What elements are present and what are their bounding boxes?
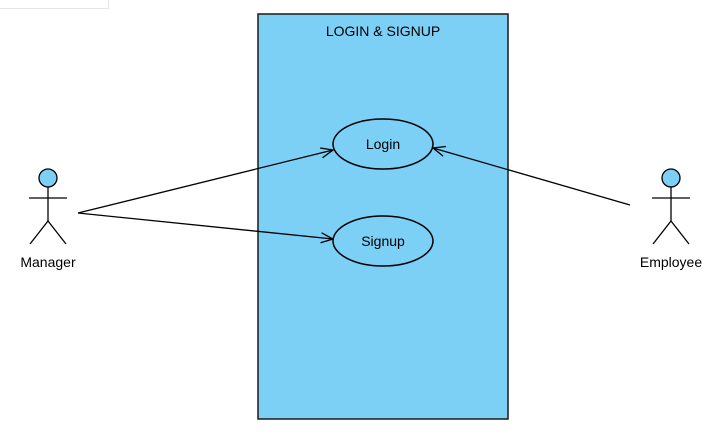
use-case-login-ellipse bbox=[332, 118, 434, 170]
actor-employee[interactable]: Employee bbox=[640, 168, 702, 270]
use-case-signup[interactable]: Signup bbox=[332, 215, 434, 267]
use-case-signup-label: Signup bbox=[361, 233, 405, 249]
use-case-login[interactable]: Login bbox=[332, 118, 434, 170]
actor-manager-label: Manager bbox=[20, 254, 76, 270]
system-title: LOGIN & SIGNUP bbox=[326, 23, 440, 39]
stick-figure-icon bbox=[652, 168, 690, 245]
stick-figure-icon bbox=[29, 168, 67, 245]
actor-manager[interactable]: Manager bbox=[20, 168, 76, 270]
association-manager-login[interactable] bbox=[77, 150, 333, 214]
association-employee-login[interactable] bbox=[433, 148, 631, 206]
association-manager-signup[interactable] bbox=[77, 212, 333, 239]
actor-employee-label: Employee bbox=[640, 254, 702, 270]
canvas-corner-tab bbox=[0, 0, 109, 9]
use-case-login-label: Login bbox=[366, 136, 400, 152]
